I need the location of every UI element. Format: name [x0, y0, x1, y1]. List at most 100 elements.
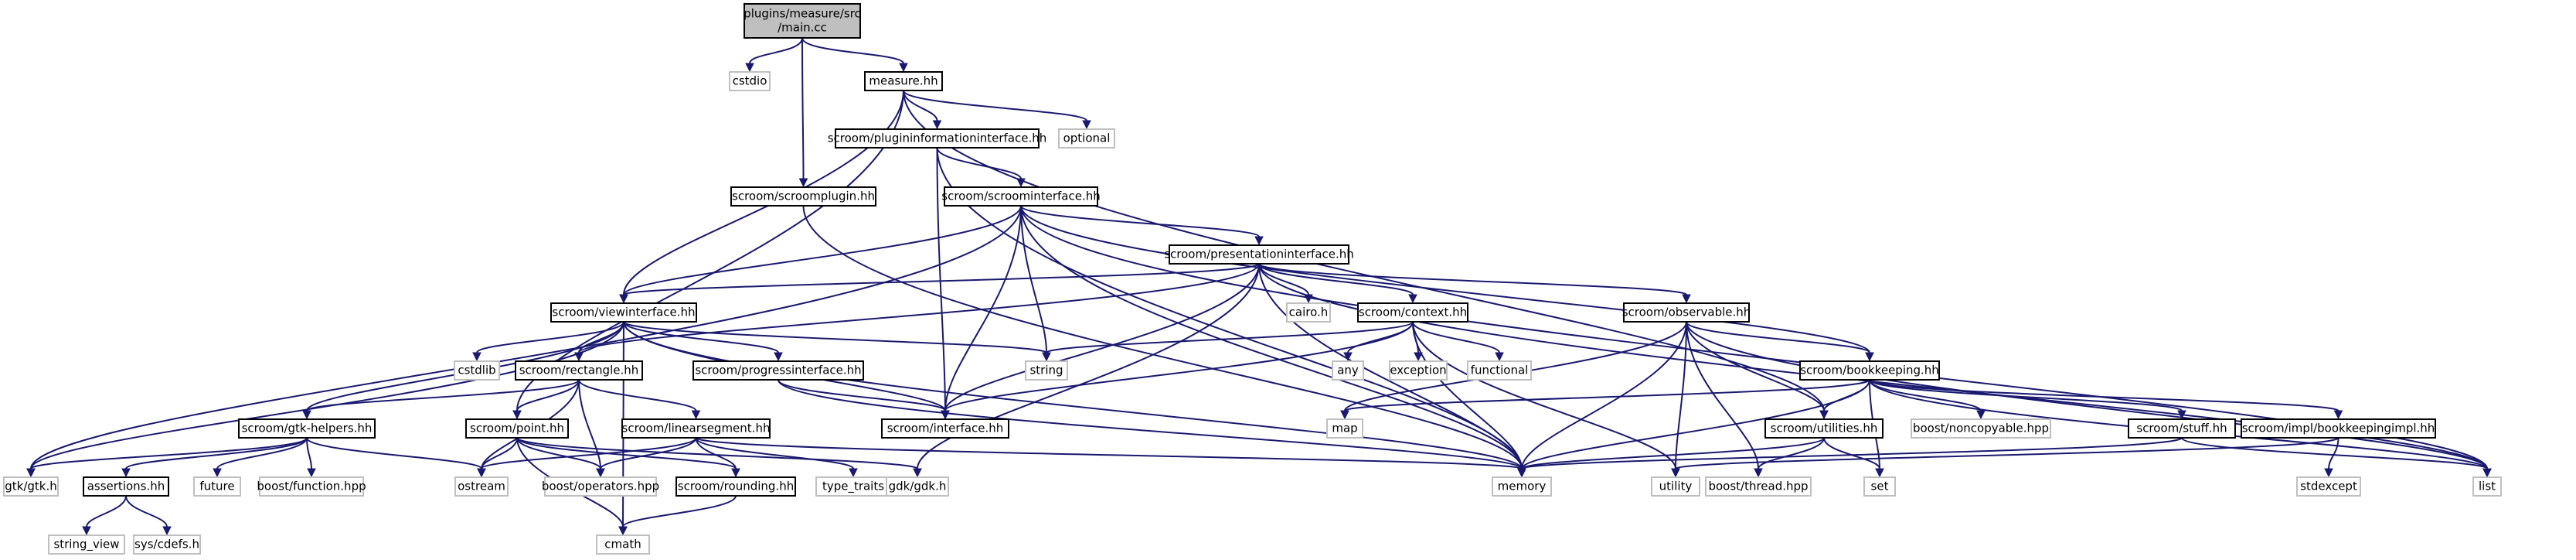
edge-gtkhelpers-to-assertions: [121, 437, 308, 478]
node-box: [730, 186, 876, 207]
node-point[interactable]: scroom/point.hh: [465, 418, 569, 439]
node-any: any: [1332, 360, 1364, 381]
node-box: [1025, 360, 1068, 381]
edge-context-to-string: [1042, 321, 1414, 362]
node-linearsegment[interactable]: scroom/linearsegment.hh: [621, 418, 771, 439]
node-label: scroom/interface.hh: [887, 422, 1004, 435]
arrowhead: [1819, 410, 1829, 420]
node-bookkeeping[interactable]: scroom/bookkeeping.hh: [1799, 360, 1940, 381]
node-box: [744, 3, 861, 39]
node-box: [1058, 128, 1115, 149]
node-typetraits: type_traits: [815, 476, 891, 497]
node-box: [1705, 476, 1812, 497]
arrowhead: [745, 63, 754, 73]
node-box: [2472, 476, 2502, 497]
edge-linearsegment-to-memory: [695, 437, 1526, 478]
node-box: [48, 534, 125, 555]
node-boostthread: boost/thread.hpp: [1705, 476, 1812, 497]
node-interface[interactable]: scroom/interface.hh: [881, 418, 1009, 439]
node-progress[interactable]: scroom/progressinterface.hh: [692, 360, 864, 381]
edge-rectangle-to-linearsegment: [578, 379, 701, 420]
node-box: [1492, 476, 1552, 497]
arrowhead: [1042, 352, 1051, 362]
arrowhead: [941, 410, 950, 420]
node-label: type_traits: [822, 480, 884, 494]
node-context[interactable]: scroom/context.hh: [1357, 302, 1468, 323]
arrowhead: [1517, 468, 1526, 478]
arrowhead: [619, 294, 628, 304]
node-box: [133, 534, 201, 555]
arrowhead: [774, 352, 783, 362]
arrowhead: [302, 410, 311, 420]
node-gdkh: gdk/gdk.h: [886, 476, 949, 497]
node-scroominterface[interactable]: scroom/scroominterface.hh: [941, 186, 1101, 207]
node-rectangle[interactable]: scroom/rectangle.hh: [515, 360, 643, 381]
node-box: [2241, 418, 2436, 439]
node-list: list: [2472, 476, 2502, 497]
node-box: [1863, 476, 1896, 497]
arrowhead: [596, 468, 605, 478]
edge-scroominterface-to-viewinterface: [619, 205, 1022, 304]
node-box: [886, 476, 949, 497]
arrowhead: [1671, 468, 1680, 478]
arrowhead: [82, 526, 91, 536]
edge-linearsegment-to-typetraits: [695, 437, 858, 478]
node-box: [2296, 476, 2361, 497]
node-rounding[interactable]: scroom/rounding.hh: [675, 476, 796, 497]
node-label: /main.cc: [778, 21, 827, 35]
node-plugininfo[interactable]: scroom/plugininformationinterface.hh: [828, 128, 1047, 149]
edge-rectangle-to-gtkhelpers: [302, 379, 580, 420]
node-box: [259, 476, 364, 497]
node-scroomplugin[interactable]: scroom/scroomplugin.hh: [730, 186, 876, 207]
node-cdefs: sys/cdefs.h: [133, 534, 201, 555]
arrowhead: [2333, 410, 2343, 420]
arrowhead: [1414, 352, 1423, 362]
arrowhead: [1976, 410, 1986, 420]
edge-linearsegment-to-ostream: [477, 437, 697, 478]
node-box: [675, 476, 796, 497]
edge-viewinterface-to-gtkh: [26, 321, 624, 478]
node-stuff[interactable]: scroom/stuff.hh: [2128, 418, 2236, 439]
arrowhead: [899, 63, 908, 73]
node-label: cstdlib: [458, 364, 495, 377]
edge-main-to-measure: [801, 37, 908, 73]
node-label: scroom/observable.hh: [1622, 306, 1751, 319]
node-observable[interactable]: scroom/observable.hh: [1622, 302, 1751, 323]
node-measure[interactable]: measure.hh: [864, 71, 943, 91]
node-bookimpl[interactable]: scroom/impl/bookkeepingimpl.hh: [2241, 418, 2436, 439]
arrowhead: [213, 468, 222, 478]
node-label: scroom/linearsegment.hh: [622, 422, 771, 435]
edge-main-to-scroomplugin: [798, 37, 808, 188]
node-viewinterface[interactable]: scroom/viewinterface.hh: [550, 302, 697, 323]
node-label: sys/cdefs.h: [134, 538, 199, 551]
node-gtkhelpers[interactable]: scroom/gtk-helpers.hh: [238, 418, 376, 439]
arrowhead: [1016, 178, 1026, 188]
node-presentation[interactable]: scroom/presentationinterface.hh: [1164, 244, 1354, 265]
edge-observable-to-bookkeeping: [1686, 321, 1874, 362]
edge-utilities-to-set: [1823, 437, 1884, 478]
arrowhead: [1340, 410, 1349, 420]
node-box: [1286, 302, 1331, 323]
node-box: [83, 476, 169, 497]
node-label: set: [1871, 480, 1889, 493]
node-label: scroom/gtk-helpers.hh: [242, 422, 373, 435]
arrowhead: [477, 468, 486, 478]
node-label: list: [2479, 480, 2496, 493]
node-box: [815, 476, 891, 497]
node-label: memory: [1498, 480, 1547, 493]
node-exception: exception: [1389, 360, 1448, 381]
edge-stuff-to-memory: [1517, 437, 2183, 478]
node-box: [1357, 302, 1468, 323]
node-cstdio: cstdio: [729, 71, 771, 91]
node-box: [465, 418, 569, 439]
node-assertions[interactable]: assertions.hh: [83, 476, 169, 497]
node-label: any: [1337, 364, 1359, 377]
arrowhead: [162, 526, 172, 536]
node-box: [692, 360, 864, 381]
edge-presentation-to-viewinterface: [619, 263, 1260, 304]
node-label: scroom/viewinterface.hh: [552, 306, 695, 319]
node-utilities[interactable]: scroom/utilities.hh: [1764, 418, 1884, 439]
arrowhead: [849, 468, 858, 478]
node-stdexcept: stdexcept: [2296, 476, 2361, 497]
